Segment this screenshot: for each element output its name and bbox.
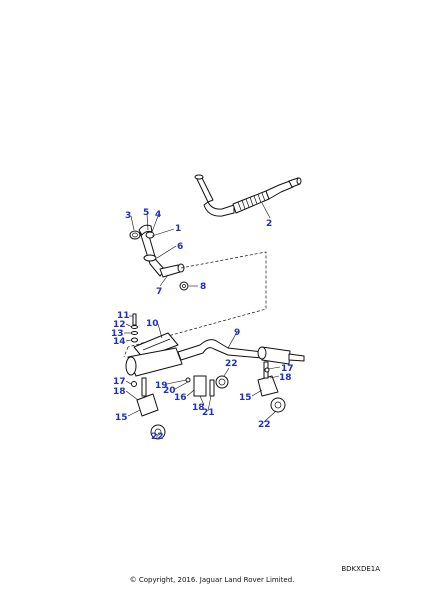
callout-22a[interactable]: 22: [225, 359, 238, 369]
leader-lines: [124, 202, 281, 439]
callout-2[interactable]: 2: [266, 219, 273, 229]
part-15-bracket-left: [131, 377, 159, 417]
callout-18b[interactable]: 18: [113, 387, 126, 397]
callout-19[interactable]: 19: [155, 381, 168, 391]
callout-8[interactable]: 8: [200, 282, 207, 292]
callout-5[interactable]: 5: [143, 208, 150, 218]
part-22-rubber-mount-upper: [215, 375, 229, 389]
reference-code: BDKXDE1A: [341, 565, 380, 573]
callout-14[interactable]: 14: [113, 337, 126, 347]
copyright-notice: © Copyright, 2016. Jaguar Land Rover Lim…: [129, 576, 295, 584]
callout-7[interactable]: 7: [156, 287, 163, 297]
callout-3[interactable]: 3: [125, 211, 132, 221]
part-11-14-fixings: [131, 313, 138, 343]
part-22-rubber-mount-right: [270, 397, 286, 413]
callout-13[interactable]: 13: [111, 329, 124, 339]
assembly-guide-line: [123, 251, 267, 358]
callout-10[interactable]: 10: [146, 319, 159, 329]
callout-12[interactable]: 12: [113, 320, 126, 330]
part-2-front-pipe-assembly: [194, 174, 302, 217]
callout-1[interactable]: 1: [175, 224, 182, 234]
callout-6[interactable]: 6: [177, 242, 184, 252]
callout-17a[interactable]: 17: [281, 364, 294, 374]
part-1-downpipe: [129, 224, 185, 278]
callout-4[interactable]: 4: [155, 210, 162, 220]
callout-17b[interactable]: 17: [113, 377, 126, 387]
callout-21[interactable]: 21: [202, 408, 215, 418]
callout-18c[interactable]: 18: [192, 403, 205, 413]
callout-11[interactable]: 11: [117, 311, 130, 321]
callout-22c[interactable]: 22: [151, 432, 164, 442]
callout-18a[interactable]: 18: [279, 373, 292, 383]
part-8-clamp: [179, 281, 189, 291]
callout-15b[interactable]: 15: [115, 413, 128, 423]
callout-16[interactable]: 16: [174, 393, 187, 403]
callout-9[interactable]: 9: [234, 328, 241, 338]
part-9-exhaust-pipe: [125, 339, 305, 377]
callout-15a[interactable]: 15: [239, 393, 252, 403]
callout-20[interactable]: 20: [163, 386, 176, 396]
part-22-rubber-mount-left: [150, 424, 166, 440]
callout-22b[interactable]: 22: [258, 420, 271, 430]
part-16-hanger: [185, 375, 215, 397]
